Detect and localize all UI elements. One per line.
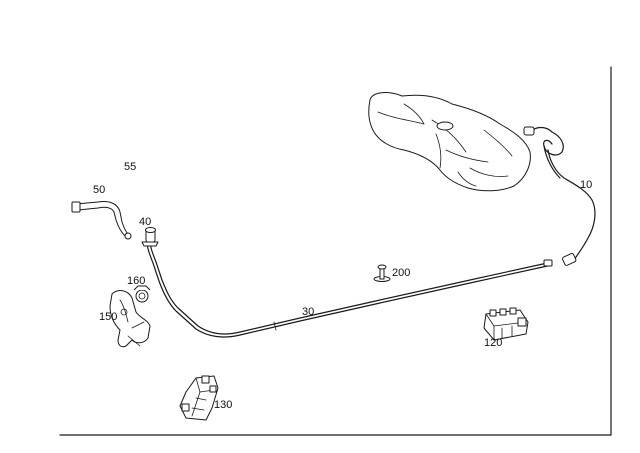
callout-50: 50 <box>93 184 105 196</box>
callout-40: 40 <box>139 216 151 228</box>
part-160-clamp-icon <box>133 285 151 303</box>
callout-120: 120 <box>484 337 502 349</box>
fuel-line-30 <box>146 239 553 338</box>
part-150-bracket-icon <box>109 290 151 348</box>
part-120-connector-block-icon <box>483 307 529 341</box>
callout-160: 160 <box>127 275 145 287</box>
callout-150: 150 <box>99 311 117 323</box>
part-50-hose-icon <box>71 201 132 240</box>
fuel-tank-icon <box>368 92 531 192</box>
callout-130: 130 <box>214 399 232 411</box>
part-40-fitting-icon <box>141 227 159 247</box>
callout-200: 200 <box>392 267 410 279</box>
callout-10: 10 <box>580 179 592 191</box>
part-130-connector-block-icon <box>179 375 219 421</box>
fuel-line-10 <box>523 126 596 266</box>
part-200-clip-icon <box>373 264 391 282</box>
callout-30: 30 <box>302 306 314 318</box>
callout-55: 55 <box>124 161 136 173</box>
